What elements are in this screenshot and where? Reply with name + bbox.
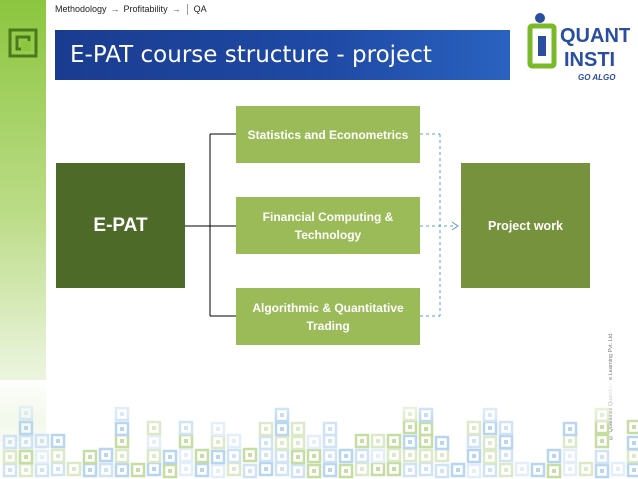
node-epat: E-PAT <box>56 163 185 288</box>
breadcrumb: Methodology → Profitability → QA <box>55 0 207 18</box>
logo-line1: QUANT <box>560 25 630 47</box>
breadcrumb-item-profitability[interactable]: Profitability <box>123 4 168 14</box>
arrowhead-icon <box>451 221 459 231</box>
quantinsti-logo: QUANT INSTI GO ALGO <box>527 13 630 82</box>
page-title: E-PAT course structure - project <box>70 42 432 68</box>
logo-line2: INSTI <box>564 49 615 71</box>
title-band: E-PAT course structure - project <box>55 30 510 80</box>
decorative-pattern-footer <box>0 380 638 479</box>
node-financial-computing: Financial Computing & Technology <box>236 197 420 254</box>
breadcrumb-divider <box>186 3 188 15</box>
logo-tagline: GO ALGO <box>578 73 616 82</box>
arrow-right-icon: → <box>110 4 120 14</box>
node-project-work: Project work <box>461 163 590 288</box>
node-algorithmic-trading: Algorithmic & Quantitative Trading <box>236 288 420 345</box>
breadcrumb-item-methodology[interactable]: Methodology <box>55 4 107 14</box>
breadcrumb-item-qa[interactable]: QA <box>193 4 207 14</box>
arrow-right-icon: → <box>171 4 181 14</box>
logo-mark-icon <box>527 13 557 69</box>
node-statistics-econometrics: Statistics and Econometrics <box>236 106 420 163</box>
rail-logo-icon <box>8 28 38 58</box>
